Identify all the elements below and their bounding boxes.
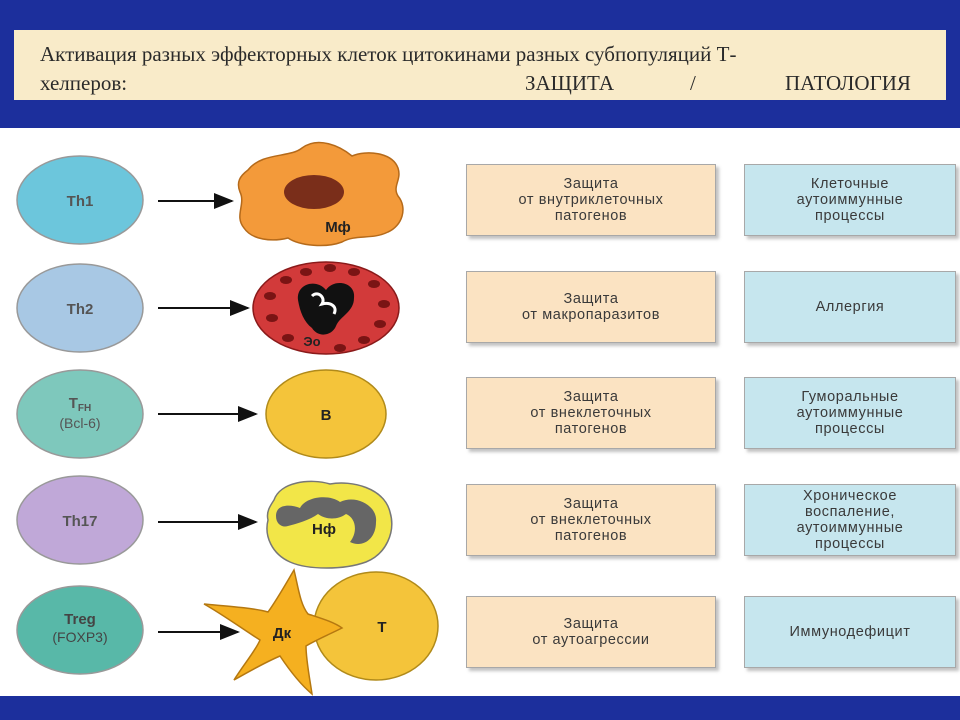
box-text: процессы — [815, 421, 885, 437]
box-text: Защита — [563, 616, 619, 632]
th17-cell — [16, 475, 144, 565]
eosinophil-label: Эо — [303, 334, 320, 349]
title-line-2: хелперов: ЗАЩИТА / ПАТОЛОГИЯ — [40, 69, 920, 98]
box-text: воспаление, — [804, 504, 896, 520]
box-text: от аутоагрессии — [532, 632, 650, 648]
box-text: Иммунодефицит — [789, 624, 911, 640]
t-cell-label: Т — [377, 619, 386, 636]
box-text: патогенов — [554, 528, 628, 544]
title-pathology: ПАТОЛОГИЯ — [785, 71, 911, 95]
slide-title: Активация разных эффекторных клеток цито… — [14, 30, 946, 100]
neutrophil-label: Нф — [312, 521, 336, 538]
box-text: Защита — [563, 291, 619, 307]
row-th1: Th1 Мф — [16, 141, 404, 247]
box-text: Защита — [563, 389, 619, 405]
pathology-box-th1: Клеточные аутоиммунные процессы — [744, 164, 956, 236]
pathology-box-th2: Аллергия — [744, 271, 956, 343]
th17-label: Th17 — [62, 513, 97, 530]
macrophage-label: Мф — [325, 219, 351, 236]
treg-cell — [16, 585, 144, 675]
box-text: процессы — [815, 536, 885, 552]
tfh-marker: (Bcl-6) — [59, 415, 100, 431]
th2-label: Th2 — [67, 301, 94, 318]
protection-box-tfh: Защита от внеклеточных патогенов — [466, 377, 716, 449]
box-text: патогенов — [554, 208, 628, 224]
box-text: аутоиммунные — [796, 405, 904, 421]
eosinophil-granules-icon — [264, 264, 390, 352]
row-treg: Treg (FOXP3) Т Дк — [16, 568, 439, 696]
box-text: от внутриклеточных — [518, 192, 664, 208]
pathology-box-th17: Хроническое воспаление, аутоиммунные про… — [744, 484, 956, 556]
pathology-box-treg: Иммунодефицит — [744, 596, 956, 668]
box-text: аутоиммунные — [796, 520, 904, 536]
box-text: аутоиммунные — [796, 192, 904, 208]
b-cell-label: В — [321, 407, 332, 424]
neutrophil-nucleus-icon — [276, 497, 377, 544]
box-text: Гуморальные — [801, 389, 899, 405]
protection-box-th2: Защита от макропаразитов — [466, 271, 716, 343]
box-text: Защита — [563, 496, 619, 512]
th2-cell — [16, 263, 144, 353]
title-separator: / — [690, 71, 696, 95]
th1-label: Th1 — [67, 193, 94, 210]
box-text: от внеклеточных — [530, 512, 652, 528]
dendritic-cell-label: Дк — [273, 625, 292, 642]
row-tfh: TFH (Bcl-6) В — [16, 369, 387, 459]
box-text: Защита — [563, 176, 619, 192]
treg-label: Treg — [64, 611, 96, 628]
box-text: от внеклеточных — [530, 405, 652, 421]
box-text: патогенов — [554, 421, 628, 437]
th1-cell — [16, 155, 144, 245]
footer-band — [0, 696, 960, 720]
treg-marker: (FOXP3) — [52, 629, 107, 645]
b-cell-icon — [265, 369, 387, 459]
row-th17: Th17 Нф — [16, 475, 393, 569]
title-line-1: Активация разных эффекторных клеток цито… — [40, 42, 737, 66]
box-text: от макропаразитов — [522, 307, 660, 323]
eosinophil-nucleus-detail — [310, 292, 337, 315]
box-text: Клеточные — [810, 176, 890, 192]
row-th2: Th2 Эо — [16, 261, 400, 355]
box-text: Аллергия — [815, 299, 885, 315]
title-protection: ЗАЩИТА — [525, 71, 614, 95]
protection-box-th1: Защита от внутриклеточных патогенов — [466, 164, 716, 236]
protection-box-treg: Защита от аутоагрессии — [466, 596, 716, 668]
tfh-label: TFH — [69, 395, 92, 414]
protection-box-th17: Защита от внеклеточных патогенов — [466, 484, 716, 556]
box-text: процессы — [815, 208, 885, 224]
box-text: Хроническое — [802, 488, 897, 504]
macrophage-nucleus-icon — [284, 175, 344, 209]
title-helpers: хелперов: — [40, 71, 128, 95]
dendritic-cell-icon — [203, 568, 344, 696]
pathology-box-tfh: Гуморальные аутоиммунные процессы — [744, 377, 956, 449]
tfh-cell — [16, 369, 144, 459]
